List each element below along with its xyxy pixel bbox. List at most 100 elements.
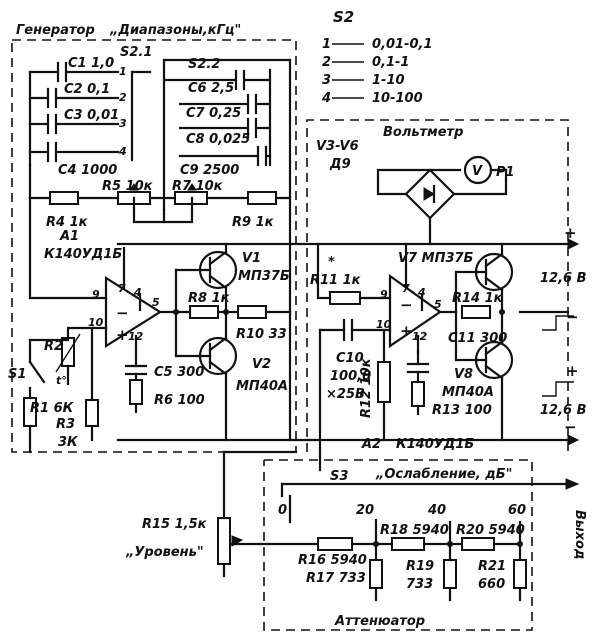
thermistor-t-label: t° [56,374,67,387]
r16-label: R16 5940 [298,553,367,568]
r15-label: R15 1,5к [142,517,208,532]
c8-label: C8 0,025 [186,132,250,147]
switch-s1[interactable] [28,338,46,400]
s3-label: S3 [330,469,348,484]
c9-label: C9 2500 [180,163,239,178]
switch-s3[interactable] [280,478,580,524]
svg-text:10: 10 [376,318,392,331]
svg-text:−: − [400,296,413,314]
v1-label: V1 [242,251,261,266]
r8-label: R8 1к [188,291,231,306]
s2-1-capacitor-bank: C1 1,0 C2 0,1 C3 0,01 C4 1000 S2.1 1 2 3… [28,45,152,178]
resistor-r19 [443,559,457,589]
s2-2-capacitor-bank: S2.2 C6 2,5 C7 0,25 C8 0,025 C9 2500 [162,57,272,212]
capacitor-c10 [318,318,392,472]
svg-text:+: + [116,326,129,344]
resistor-r16 [317,537,353,551]
c10-voltage: ×25В [326,387,365,402]
svg-text:2: 2 [322,55,331,70]
resistor-r21 [513,559,527,589]
svg-text:4: 4 [321,91,331,106]
svg-text:10-100: 10-100 [372,91,423,106]
a2-label: A2 [361,437,381,452]
svg-text:+: + [400,322,413,340]
svg-text:5: 5 [152,296,160,309]
svg-text:3: 3 [119,117,127,130]
svg-text:0,01-0,1: 0,01-0,1 [372,37,433,52]
a1-type: К140УД1Б [44,247,122,262]
resistor-r20 [461,537,495,551]
svg-text:20: 20 [356,503,374,518]
resistor-r18 [391,537,425,551]
opamp-a2: − + 9 7 4 5 10 12 [376,242,442,354]
r21-label: R21 [478,559,506,574]
r7-label: R7 10к [172,179,224,194]
minus-terminal-bottom: − [564,418,577,436]
capacitor-c3 [46,113,58,135]
svg-text:10: 10 [88,316,104,329]
level-label: „Уровень" [125,545,204,560]
c10-value: 100,0 [330,369,371,384]
generator-title: Генератор [16,23,95,38]
r17-label: R17 733 [306,571,366,586]
svg-text:−: − [116,304,129,322]
v8-type: МП40А [442,385,494,400]
a1-label: A1 [59,229,79,244]
r6-label: R6 100 [154,393,205,408]
resistor-r10 [237,305,267,319]
svg-text:1: 1 [322,37,331,52]
r18-label: R18 5940 [380,523,449,538]
voltmeter-title: Вольтметр [383,125,463,140]
resistor-r8 [189,305,219,319]
attenuation-title: „Ослабление, дБ" [375,467,512,482]
capacitor-c7 [246,93,258,115]
capacitor-c6 [234,69,246,91]
a2-type: К140УД1Б [396,437,474,452]
c1-label: C1 1,0 [68,56,114,71]
r13-label: R13 100 [432,403,492,418]
diode-bridge [376,168,508,220]
c5-label: C5 300 [154,365,204,380]
supply-voltage-top: 12,6 В [540,271,587,286]
s2-row-3: 3 1-10 [322,73,405,88]
ranges-title: „Диапазоны,кГц" [109,23,241,38]
r3-label: R3 [56,417,75,432]
r11-label: R11 1к [310,273,362,288]
transistor-v2 [174,336,238,442]
attenuator-block-outline [263,459,533,631]
svg-text:0,1-1: 0,1-1 [372,55,409,70]
svg-text:0: 0 [278,503,287,518]
v7-label: V7 МП37Б [398,251,474,266]
capacitor-c5 [124,350,148,382]
v8-label: V8 [454,367,473,382]
svg-text:3: 3 [322,73,331,88]
resistor-r4 [49,191,79,205]
svg-text:4: 4 [417,286,426,299]
thermistor-r2 [55,333,81,373]
r2-label: R2 [44,339,63,354]
minus-terminal-top: − [566,308,579,326]
r1-label: R1 6К [30,401,75,416]
c7-label: C7 0,25 [186,106,241,121]
c6-label: C6 2,5 [188,81,234,96]
r19-label: R19 [406,559,434,574]
r9-label: R9 1к [232,215,275,230]
svg-text:9: 9 [92,288,100,301]
svg-text:4: 4 [118,145,127,158]
r10-label: R10 33 [236,327,287,342]
attenuator-title: Аттенюатор [334,614,425,629]
s2-1-label: S2.1 [120,45,152,60]
svg-text:12: 12 [412,330,428,343]
opamp-a1: − + A1 К140УД1Б 9 7 4 5 10 12 [28,196,163,354]
resistor-r13 [411,381,425,407]
supply-voltage-bottom: 12,6 В [540,403,587,418]
resistor-r14 [461,305,491,319]
transistor-v7 [454,242,514,292]
capacitor-c8 [246,117,258,139]
svg-text:5: 5 [434,298,442,311]
r11-star: * [328,255,335,270]
svg-text:V: V [472,164,483,179]
potentiometer-r15[interactable] [217,450,244,578]
